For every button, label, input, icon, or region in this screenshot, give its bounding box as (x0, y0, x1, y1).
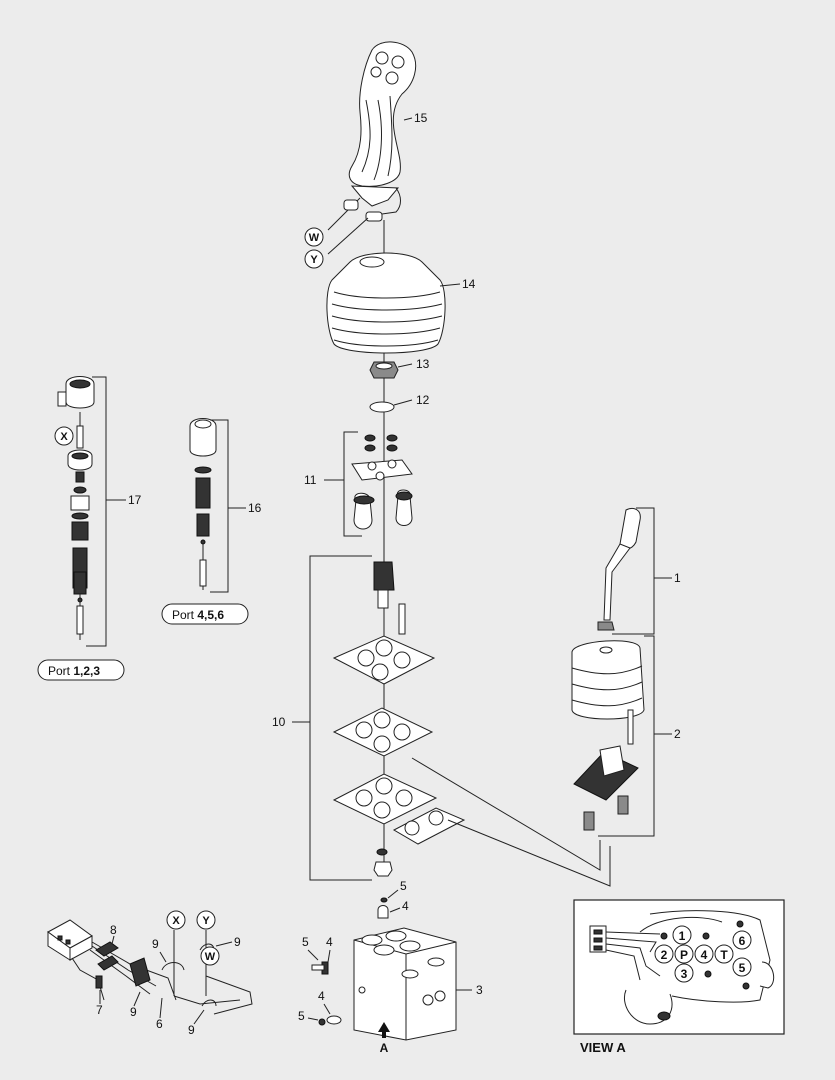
callout-9b: 9 (234, 935, 241, 949)
callout-2: 2 (674, 727, 681, 741)
svg-text:Y: Y (202, 915, 210, 927)
svg-text:6: 6 (739, 934, 746, 948)
svg-text:W: W (309, 232, 320, 244)
callout-17: 17 (128, 493, 142, 507)
svg-text:X: X (172, 915, 180, 927)
callout-10: 10 (272, 715, 286, 729)
svg-text:A: A (380, 1041, 389, 1055)
callout-8: 8 (110, 923, 117, 937)
svg-text:1: 1 (679, 929, 686, 943)
joystick-handle (327, 41, 417, 255)
pressure-unit-ports-123 (57, 376, 95, 640)
callout-6: 6 (156, 1017, 163, 1031)
connector-y-harness: Y (196, 910, 216, 930)
connector-y-top: Y (304, 249, 324, 269)
svg-text:4: 4 (701, 948, 708, 962)
port-label-456: Port 4,5,6 (161, 603, 249, 625)
plate-assembly (351, 434, 413, 530)
svg-text:W: W (205, 951, 216, 963)
callout-1: 1 (674, 571, 681, 585)
callout-14: 14 (462, 277, 476, 291)
view-a-arrow: A (378, 1022, 390, 1055)
connector-x-harness: X (166, 910, 186, 930)
callout-5a: 5 (400, 879, 407, 893)
wiring-harness (47, 919, 253, 1015)
pressure-unit-ports-456 (189, 418, 217, 590)
callout-9c: 9 (130, 1005, 137, 1019)
callout-9a: 9 (152, 937, 159, 951)
callout-9d: 9 (188, 1023, 195, 1037)
connector-w-harness: W (200, 946, 220, 966)
rubber-boot (326, 252, 446, 354)
svg-text:3: 3 (681, 967, 688, 981)
callout-4c: 4 (318, 989, 325, 1003)
callout-11: 11 (304, 473, 317, 487)
svg-text:Y: Y (310, 254, 318, 266)
svg-text:Port 4,5,6: Port 4,5,6 (172, 608, 224, 622)
lever (597, 507, 641, 631)
callout-12: 12 (416, 393, 430, 407)
svg-text:T: T (720, 948, 728, 962)
washer (369, 401, 395, 413)
svg-text:5: 5 (739, 961, 746, 975)
port-label-123: Port 1,2,3 (37, 659, 125, 681)
callout-15: 15 (414, 111, 428, 125)
valve-body (353, 927, 457, 1041)
callout-5b: 5 (302, 935, 309, 949)
callout-3: 3 (476, 983, 483, 997)
small-fittings (311, 897, 389, 1026)
callout-5c: 5 (298, 1009, 305, 1023)
svg-text:2: 2 (661, 948, 668, 962)
callout-4a: 4 (402, 899, 409, 913)
view-a-inset: 1 2 P 4 3 T 6 5 (573, 899, 785, 1035)
callout-7: 7 (96, 1003, 103, 1017)
svg-text:Port 1,2,3: Port 1,2,3 (48, 664, 100, 678)
nut (369, 361, 399, 379)
lever-boot-and-base (571, 640, 645, 831)
plate-stack (332, 561, 466, 877)
view-a-title: VIEW A (580, 1040, 626, 1055)
connector-x-left: X (54, 426, 74, 446)
callout-16: 16 (248, 501, 262, 515)
svg-text:X: X (60, 431, 68, 443)
svg-text:P: P (680, 948, 688, 962)
callout-13: 13 (416, 357, 430, 371)
connector-w-top: W (304, 227, 324, 247)
callout-4b: 4 (326, 935, 333, 949)
